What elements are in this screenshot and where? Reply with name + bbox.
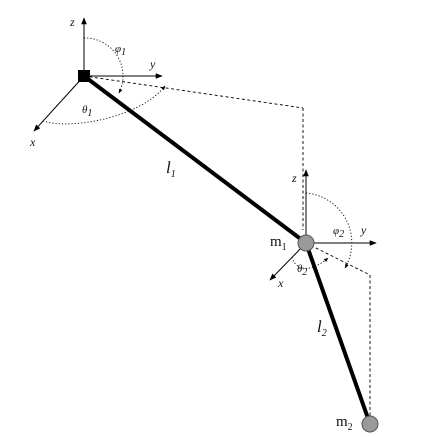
- origin-phi-arc: [83, 37, 124, 94]
- mass-2-bob: [361, 415, 379, 433]
- mass-2-label: m2: [336, 414, 353, 433]
- joint-theta-arc: [291, 256, 329, 269]
- link-2-label: l2: [317, 317, 327, 339]
- mass-1-label: m1: [270, 234, 287, 253]
- joint-projection-line: [305, 242, 371, 276]
- origin-frame: z y x φ1 θ1: [29, 15, 304, 230]
- link-1-rod: [82, 74, 308, 245]
- mass-1-bob: [297, 234, 315, 252]
- joint-theta-label: θ2: [297, 263, 307, 278]
- joint-phi-arc: [305, 192, 353, 269]
- joint-phi-label: φ2: [333, 225, 344, 240]
- origin-phi-label: φ1: [115, 43, 126, 58]
- joint-x-label: x: [277, 276, 284, 290]
- joint-x-axis: [269, 242, 307, 281]
- joint-y-label: y: [360, 223, 367, 237]
- joint-z-label: z: [291, 171, 297, 185]
- origin-x-axis: [33, 75, 85, 132]
- origin-z-label: z: [69, 15, 75, 29]
- link-1-label: l1: [166, 158, 176, 180]
- pivot-anchor: [78, 70, 90, 82]
- origin-projection-line: [83, 75, 304, 109]
- joint-frame: z y x φ2 θ2: [269, 169, 377, 418]
- origin-y-label: y: [149, 57, 156, 71]
- origin-x-label: x: [29, 135, 36, 149]
- link-2-rod: [304, 241, 372, 426]
- origin-theta-label: θ1: [82, 104, 92, 119]
